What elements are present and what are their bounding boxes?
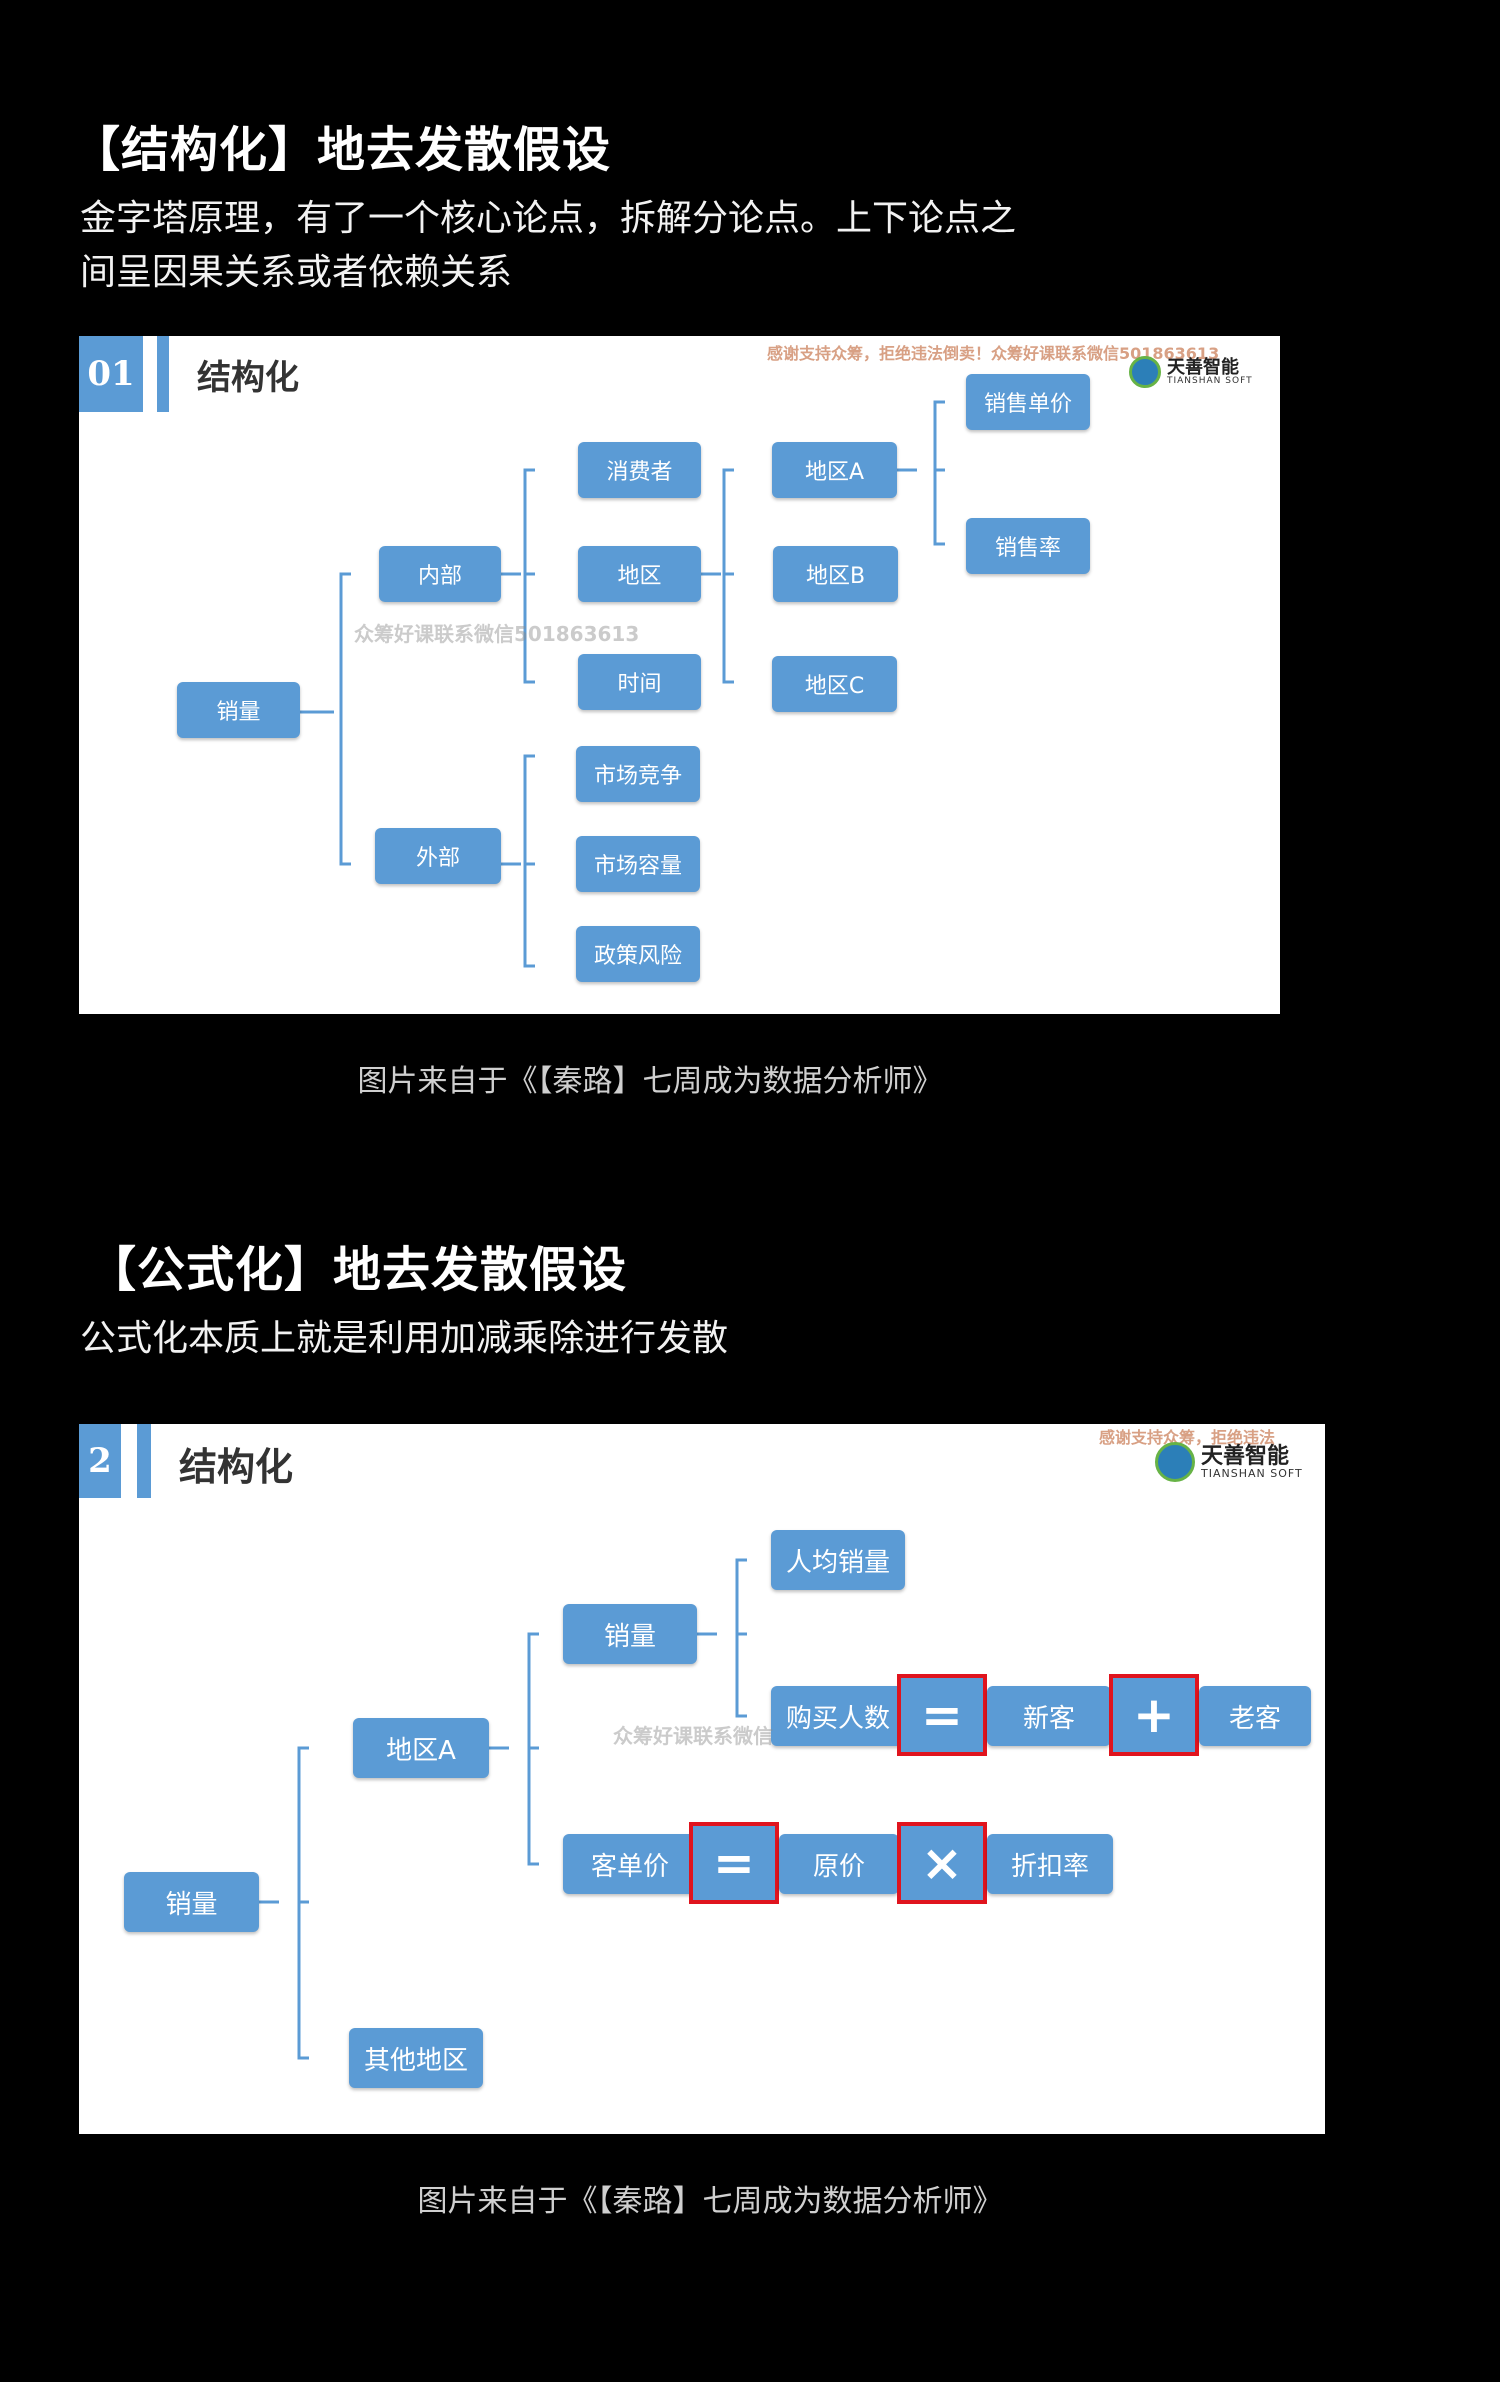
node-avg-unit-price: 客单价	[563, 1834, 697, 1894]
watermark-mid: 众筹好课联系微信501863613	[354, 622, 640, 646]
logo-name: 天善智能	[1201, 1443, 1290, 1469]
logo-name: 天善智能	[1167, 356, 1239, 378]
node-sales: 销量	[124, 1872, 259, 1932]
section2-caption: 图片来自于《【秦路】七周成为数据分析师》	[417, 2184, 1003, 2219]
structure-slide-image: 01 结构化 感谢支持众筹，拒绝违法倒卖！众筹好课联系微信501863613 天…	[79, 336, 1280, 1014]
node-market-capacity: 市场容量	[576, 836, 700, 892]
section1-paragraph-line2: 间呈因果关系或者依赖关系	[80, 252, 513, 293]
tianshan-logo-icon	[1129, 356, 1161, 388]
node-region-b: 地区B	[773, 546, 898, 602]
node-region: 地区	[578, 546, 701, 602]
equals-operator-icon: =	[689, 1822, 779, 1904]
section1-paragraph-line1: 金字塔原理，有了一个核心论点，拆解分论点。上下论点之	[80, 198, 1017, 239]
plus-operator-icon: +	[1109, 1674, 1199, 1756]
logo-sub: TIANSHAN SOFT	[1167, 375, 1253, 386]
node-region-c: 地区C	[772, 656, 897, 712]
tianshan-logo-icon	[1155, 1442, 1195, 1482]
equals-operator-icon: =	[897, 1674, 987, 1756]
node-internal: 内部	[379, 546, 501, 602]
node-sales-rate: 销售率	[966, 518, 1090, 574]
logo-sub: TIANSHAN SOFT	[1201, 1466, 1303, 1480]
tree-connector-lines	[300, 400, 945, 968]
node-buyers: 购买人数	[771, 1686, 905, 1746]
node-region-a: 地区A	[353, 1718, 489, 1778]
section1-paragraph: 金字塔原理，有了一个核心论点，拆解分论点。上下论点之 间呈因果关系或者依赖关系	[80, 192, 1016, 300]
node-other-regions: 其他地区	[349, 2028, 483, 2088]
node-unit-price: 销售单价	[966, 374, 1090, 430]
node-external: 外部	[375, 828, 501, 884]
node-region-a: 地区A	[772, 442, 897, 498]
node-discount-rate: 折扣率	[987, 1834, 1113, 1894]
section1-caption: 图片来自于《【秦路】七周成为数据分析师》	[357, 1064, 943, 1099]
section2-paragraph: 公式化本质上就是利用加减乘除进行发散	[80, 1318, 729, 1359]
node-time: 时间	[578, 654, 701, 710]
node-market-competition: 市场竞争	[576, 746, 700, 802]
tree-connector-lines	[259, 1558, 747, 2060]
node-per-capita-sales: 人均销量	[771, 1530, 905, 1590]
node-sales-sub: 销量	[563, 1604, 697, 1664]
slide-number: 01	[79, 336, 143, 412]
slide-number-bar	[137, 1424, 151, 1498]
node-sales: 销量	[177, 682, 300, 738]
slide-title: 结构化	[179, 1445, 294, 1489]
watermark-mid: 众筹好课联系微信	[613, 1724, 773, 1748]
slide-title: 结构化	[197, 358, 299, 398]
node-old-customers: 老客	[1199, 1686, 1311, 1746]
node-consumer: 消费者	[578, 442, 701, 498]
section2-heading: 【公式化】地去发散假设	[88, 1242, 628, 1298]
node-original-price: 原价	[779, 1834, 899, 1894]
slide-number: 2	[79, 1424, 121, 1498]
times-operator-icon: ×	[897, 1822, 987, 1904]
watermark-top: 感谢支持众筹，拒绝违法倒卖！众筹好课联系微信501863613	[767, 344, 1220, 363]
node-policy-risk: 政策风险	[576, 926, 700, 982]
slide-number-bar	[157, 336, 169, 412]
section1-heading: 【结构化】地去发散假设	[72, 122, 612, 178]
watermark-top: 感谢支持众筹，拒绝违法	[1099, 1428, 1276, 1447]
node-new-customers: 新客	[987, 1686, 1111, 1746]
